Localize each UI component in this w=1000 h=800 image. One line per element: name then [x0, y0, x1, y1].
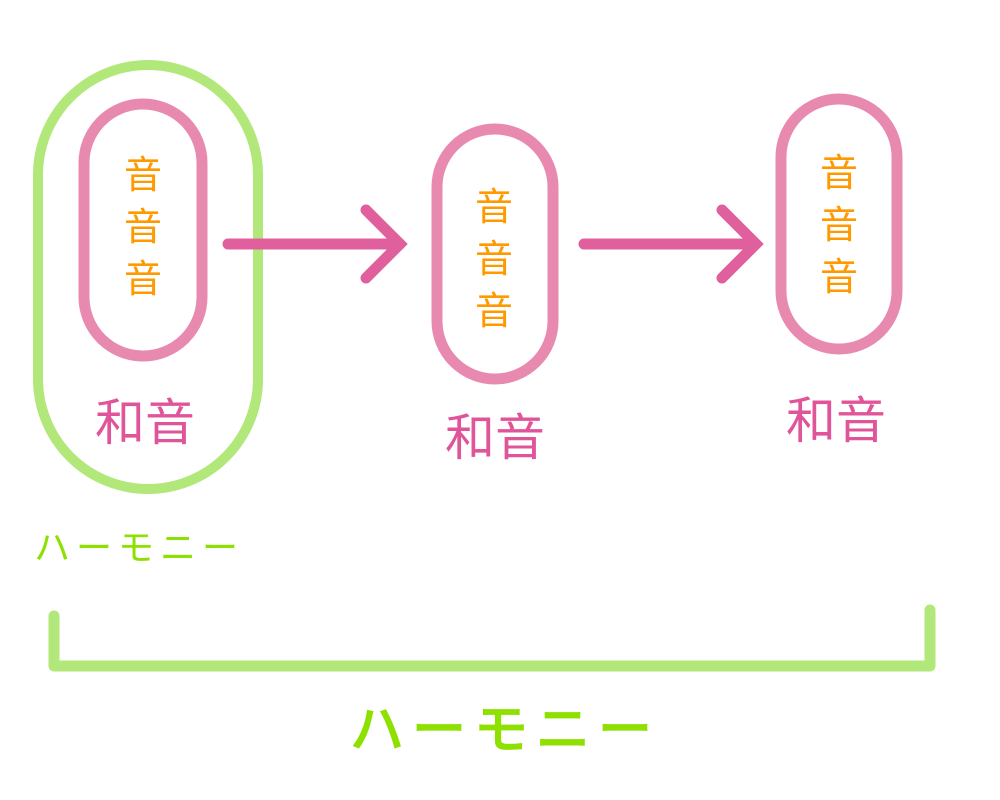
note: 音: [820, 151, 858, 195]
note: 音: [820, 203, 858, 247]
chord-capsule: [78, 98, 208, 362]
harmony-small-label: ハーモニー: [34, 528, 244, 569]
arrow-right-icon: [578, 204, 764, 284]
note: 音: [124, 153, 162, 197]
arrow-right-icon: [222, 204, 408, 284]
note: 音: [475, 289, 513, 333]
chord-3: 音 音 音 和音: [775, 93, 903, 450]
note: 音: [475, 237, 513, 281]
note: 音: [475, 185, 513, 229]
chord-label: 和音: [786, 392, 886, 450]
chord-capsule: [775, 93, 903, 355]
span-bracket: [48, 604, 936, 672]
chord-1: 音 音 音 和音: [78, 98, 208, 452]
harmony-group-outline: [33, 60, 263, 494]
note: 音: [820, 255, 858, 299]
chord-label: 和音: [95, 394, 195, 452]
harmony-big-label: ハーモニー: [350, 698, 660, 761]
chord-capsule: [431, 123, 559, 385]
note: 音: [124, 205, 162, 249]
chord-label: 和音: [445, 409, 545, 467]
note: 音: [124, 257, 162, 301]
chord-2: 音 音 音 和音: [431, 123, 559, 467]
